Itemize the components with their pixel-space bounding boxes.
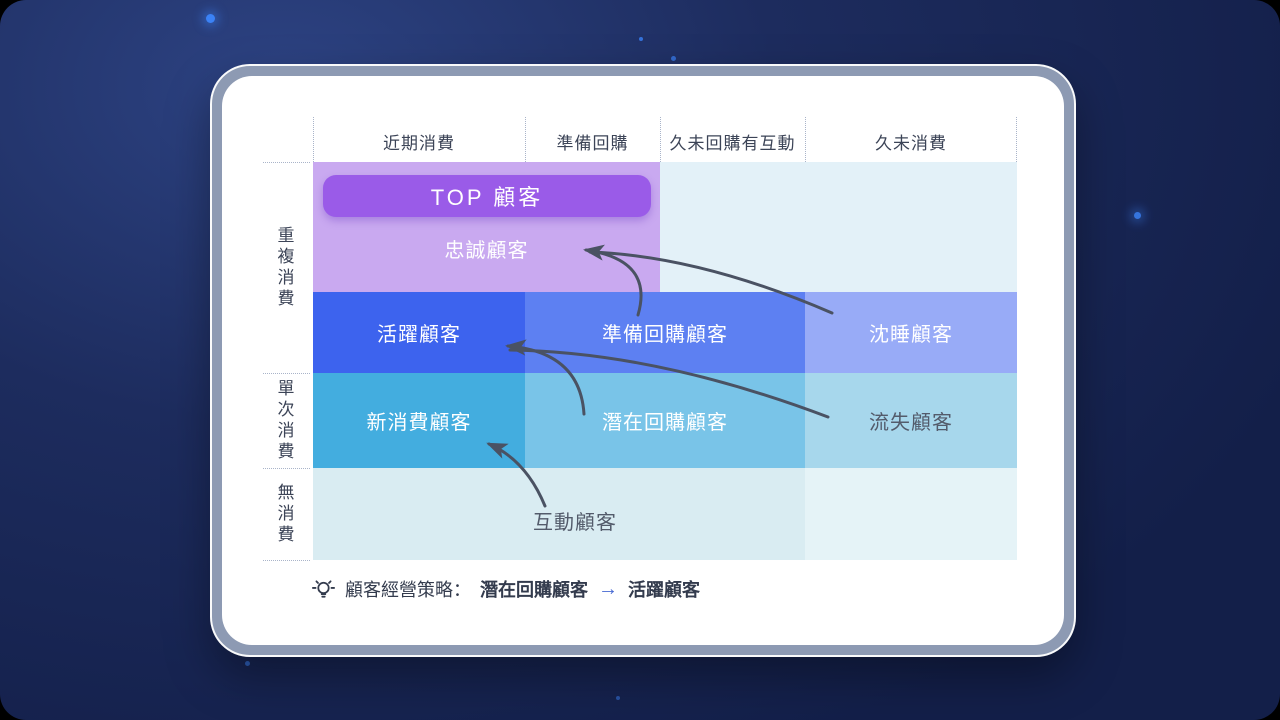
- column-header-no-purchase-long: 久未消費: [805, 124, 1017, 158]
- column-header-label: 久未消費: [875, 133, 947, 153]
- star-dot: [671, 56, 676, 61]
- cell-label: 新消費顧客: [366, 412, 472, 434]
- cell-label: 流失顧客: [869, 412, 953, 434]
- grid-dotted-line: [313, 117, 314, 162]
- column-header-label: 準備回購: [556, 133, 629, 153]
- legend: 顧客經營策略： 潛在回購顧客 → 活躍顧客: [311, 574, 700, 604]
- cell-new-consumer-customer: 新消費顧客: [313, 373, 525, 468]
- cell-label: 活躍顧客: [377, 324, 461, 346]
- cell-label: 互動顧客: [533, 511, 617, 534]
- row-label-text: 單次消費: [274, 378, 294, 463]
- grid-dotted-line: [805, 117, 806, 162]
- cell-label: 潛在回購顧客: [602, 412, 728, 434]
- row-label-repeat-purchase: 重複消費: [264, 162, 304, 373]
- star-dot: [206, 14, 215, 23]
- top-customer-badge-label: TOP 顧客: [430, 185, 544, 210]
- engaged-customer-label-wrap: 互動顧客: [505, 504, 645, 536]
- cell-label: 沈睡顧客: [869, 324, 953, 346]
- row-label-text: 無消費: [274, 482, 294, 546]
- star-dot: [639, 37, 643, 41]
- column-header-label: 久未回購有互動: [669, 133, 796, 153]
- cell-label: 準備回購顧客: [602, 324, 728, 346]
- cell-dormant-customer: 沈睡顧客: [805, 292, 1017, 373]
- legend-prefix: 顧客經營策略：: [345, 580, 471, 600]
- grid-dotted-line: [263, 162, 310, 163]
- star-dot: [1134, 212, 1141, 219]
- legend-arrow: →: [598, 577, 618, 600]
- loyal-customer-label-wrap: 忠誠顧客: [313, 232, 660, 264]
- legend-to-segment: 活躍顧客: [628, 580, 700, 600]
- column-header-inactive-engaged: 久未回購有互動: [660, 124, 805, 158]
- grid-dotted-line: [263, 468, 310, 469]
- cell-churned-customer: 流失顧客: [805, 373, 1017, 468]
- cell-ready-repurchase-customer: 準備回購顧客: [525, 292, 805, 373]
- row-label-no-purchase: 無消費: [264, 468, 304, 560]
- grid-dotted-line: [1016, 117, 1017, 162]
- cell-empty-top-right: [660, 162, 1017, 292]
- row-label-single-purchase: 單次消費: [264, 373, 304, 468]
- cell-no-purchase-left: [313, 468, 805, 560]
- column-header-ready-repurchase: 準備回購: [525, 124, 660, 158]
- lightbulb-icon: [311, 579, 336, 598]
- cell-label: 忠誠顧客: [444, 239, 529, 262]
- grid-dotted-line: [525, 117, 526, 162]
- grid-dotted-line: [263, 373, 310, 374]
- top-customer-badge: TOP 顧客: [323, 175, 651, 217]
- cell-active-customer: 活躍顧客: [313, 292, 525, 373]
- column-header-label: 近期消費: [383, 133, 455, 153]
- cell-potential-repurchase-customer: 潛在回購顧客: [525, 373, 805, 468]
- cell-no-purchase-right: [805, 468, 1017, 560]
- grid-dotted-line: [660, 117, 661, 162]
- row-label-text: 重複消費: [274, 225, 294, 310]
- star-dot: [245, 661, 250, 666]
- grid-dotted-line: [263, 560, 310, 561]
- column-header-recent-purchase: 近期消費: [313, 124, 525, 158]
- star-dot: [616, 696, 620, 700]
- legend-from-segment: 潛在回購顧客: [480, 580, 588, 600]
